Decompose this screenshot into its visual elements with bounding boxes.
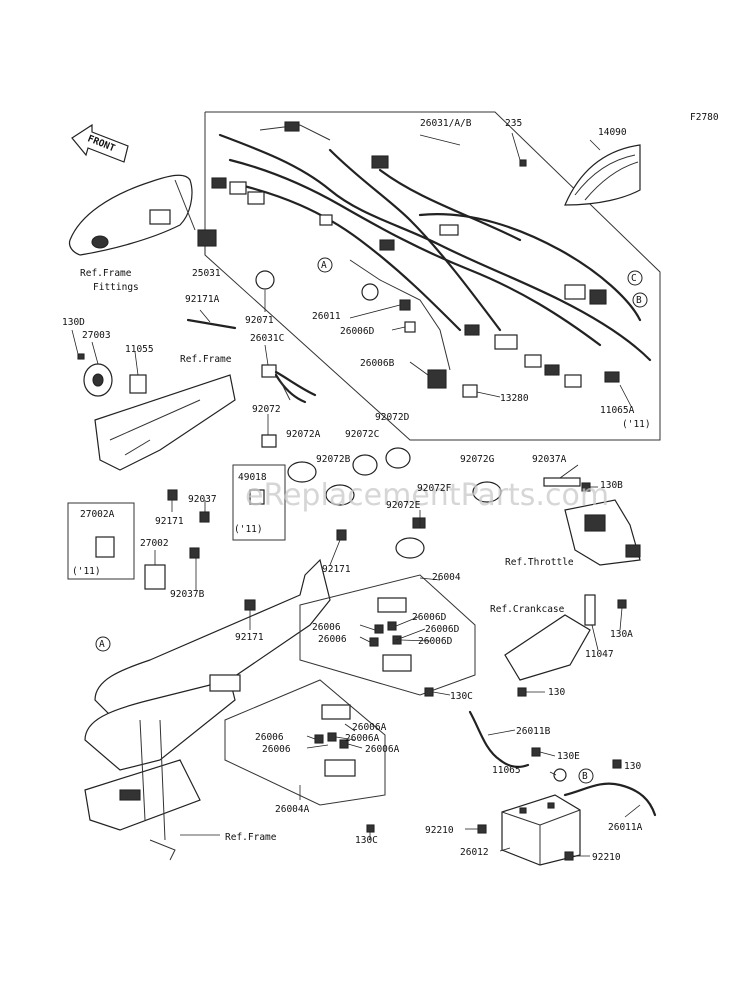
label-11065: 11065 — [492, 765, 521, 776]
label-26006D-top: 26006D — [340, 326, 375, 337]
label-11065A: 11065A — [600, 405, 635, 416]
label-26012: 26012 — [460, 847, 489, 858]
callout-b-1: B — [636, 295, 642, 306]
label-26006D-2: 26006D — [425, 624, 460, 635]
callout-c-1: C — [631, 273, 637, 284]
label-13280: 13280 — [500, 393, 529, 404]
clamp-92171A — [186, 318, 237, 330]
main-harness-group — [204, 111, 661, 441]
ref-frame-2: Ref.Frame — [225, 832, 277, 843]
label-92171-c: 92171 — [235, 632, 264, 643]
ref-frame-fittings-2: Fittings — [93, 282, 139, 293]
ref-frame-1: Ref.Frame — [180, 354, 232, 365]
ref-frame-rear — [84, 558, 331, 861]
leader-lines — [71, 132, 641, 857]
label-130D: 130D — [62, 317, 85, 328]
label-11047: 11047 — [585, 649, 614, 660]
fuse-box-26004A — [224, 679, 386, 833]
label-49018: 49018 — [238, 472, 267, 483]
label-92210-1: 92210 — [425, 825, 454, 836]
cable-26011B — [468, 710, 530, 768]
label-130B: 130B — [600, 480, 623, 491]
label-92072E: 92072E — [386, 500, 421, 511]
label-14090: 14090 — [598, 127, 627, 138]
cover-14090 — [564, 144, 641, 206]
label-92072C: 92072C — [345, 429, 379, 440]
label-27002: 27002 — [140, 538, 169, 549]
label-26006B: 26006B — [360, 358, 395, 369]
label-92037: 92037 — [188, 494, 217, 505]
ref-frame-front — [94, 374, 236, 471]
ref-throttle: Ref.Throttle — [505, 557, 574, 568]
subharness-26031C — [261, 364, 317, 404]
box-27002A — [67, 502, 135, 580]
label-26006D-1: 26006D — [412, 612, 447, 623]
part-labels: 26031/A/B 235 14090 Ref.Frame Fittings 2… — [62, 118, 651, 863]
label-92171-b: 92171 — [322, 564, 351, 575]
callout-circles: A C B A B — [95, 257, 648, 784]
label-92072: 92072 — [252, 404, 281, 415]
label-26031: 26031/A/B — [420, 118, 472, 129]
label-92171A: 92171A — [185, 294, 220, 305]
label-26011B: 26011B — [516, 726, 551, 737]
ref-frame-fittings-part — [68, 174, 196, 256]
label-130C-1: 130C — [450, 691, 473, 702]
ref-throttle-part — [564, 482, 641, 566]
label-26031C: 26031C — [250, 333, 284, 344]
label-26004: 26004 — [432, 572, 461, 583]
label-26006-4: 26006 — [262, 744, 291, 755]
figure-id: F2780 — [690, 112, 719, 123]
callout-b-2: B — [582, 771, 588, 782]
label-49018-note: ('11) — [234, 524, 263, 535]
fuse-box-26004 — [299, 574, 476, 696]
label-130-1: 130 — [548, 687, 565, 698]
label-27002A-note: ('11) — [72, 566, 101, 577]
box-49018 — [232, 464, 286, 541]
label-26004A: 26004A — [275, 804, 310, 815]
label-92072F: 92072F — [417, 483, 452, 494]
label-92171-a: 92171 — [155, 516, 184, 527]
label-26006A-2: 26006A — [345, 733, 380, 744]
label-92072B: 92072B — [316, 454, 351, 465]
ref-frame-fittings-1: Ref.Frame — [80, 268, 132, 279]
label-92072G: 92072G — [460, 454, 495, 465]
label-130E: 130E — [557, 751, 580, 762]
callout-a-1: A — [321, 260, 327, 271]
label-27003: 27003 — [82, 330, 111, 341]
battery-26012 — [501, 794, 581, 866]
label-11065A-note: ('11) — [622, 419, 651, 430]
horn-27003 — [77, 353, 147, 397]
label-92072D: 92072D — [375, 412, 410, 423]
relay-27002 — [144, 564, 166, 590]
front-arrow: FRONT — [71, 123, 129, 163]
label-92037A: 92037A — [532, 454, 567, 465]
label-26006-3: 26006 — [255, 732, 284, 743]
label-130C-2: 130C — [355, 835, 378, 846]
label-130-2: 130 — [624, 761, 641, 772]
ref-crankcase: Ref.Crankcase — [490, 604, 565, 615]
relay-25031 — [197, 229, 217, 247]
label-235: 235 — [505, 118, 522, 129]
label-26006A-1: 26006A — [352, 722, 387, 733]
label-130A: 130A — [610, 629, 633, 640]
label-92037B: 92037B — [170, 589, 205, 600]
label-26011A: 26011A — [608, 822, 643, 833]
label-92210-2: 92210 — [592, 852, 621, 863]
grommet-92071 — [255, 270, 275, 290]
watermark: eReplacementParts.com — [245, 478, 609, 513]
callout-a-2: A — [99, 639, 105, 650]
label-26006D-3: 26006D — [418, 636, 453, 647]
label-27002A: 27002A — [80, 509, 115, 520]
label-26006A-3: 26006A — [365, 744, 400, 755]
label-92072A: 92072A — [286, 429, 321, 440]
label-26006-2: 26006 — [318, 634, 347, 645]
label-92071: 92071 — [245, 315, 274, 326]
label-11055: 11055 — [125, 344, 154, 355]
cable-26011A — [563, 782, 657, 817]
clamps-group — [167, 434, 581, 559]
label-26006-1: 26006 — [312, 622, 341, 633]
label-25031: 25031 — [192, 268, 221, 279]
label-26011: 26011 — [312, 311, 341, 322]
